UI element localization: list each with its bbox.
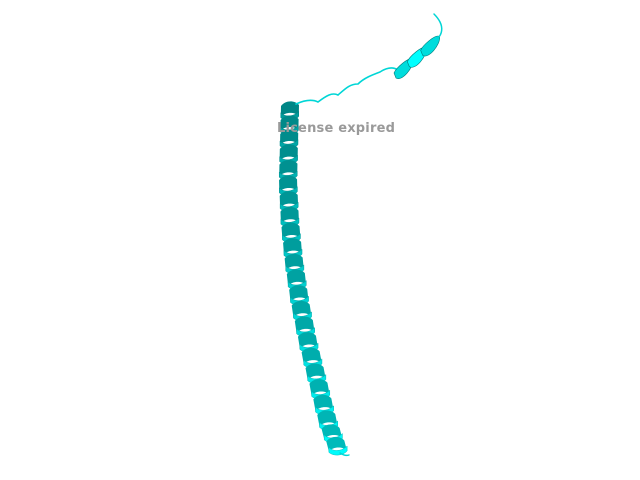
helix-turn-back [286, 269, 307, 286]
short-helix-turn [420, 35, 440, 57]
helix-turn-back [279, 159, 298, 177]
short-helix [393, 35, 440, 79]
helix-turn-back [301, 347, 322, 365]
helix-turn-back [280, 115, 299, 131]
helix-turn-back [297, 332, 318, 349]
coil-loop [295, 67, 399, 105]
helix-turn-back [317, 410, 338, 427]
helix-turn-back [305, 363, 326, 380]
helix-end-tail [339, 452, 350, 457]
helix-turn-back [283, 238, 302, 255]
helix-turn-back [279, 175, 298, 192]
helix-turn-back [289, 285, 309, 302]
helix-turn-back [294, 316, 315, 333]
helix-turn-back [291, 300, 312, 318]
helix-turn-back [326, 436, 347, 452]
helix-turn-front [328, 445, 348, 456]
long-helix [278, 101, 348, 456]
helix-turn-back [321, 424, 343, 439]
helix-turn-back [281, 222, 301, 239]
helix-turn-back [280, 101, 299, 117]
helix-turn-back [279, 191, 299, 208]
coil-tail [433, 13, 443, 39]
helix-turn-back [280, 206, 299, 224]
helix-turn-back [309, 379, 330, 396]
helix-turn-back [284, 253, 304, 271]
helix-turn-back [279, 144, 298, 161]
helix-turn-back [280, 129, 299, 145]
license-watermark: License expired [277, 121, 396, 136]
helix-turn-back [313, 394, 334, 411]
